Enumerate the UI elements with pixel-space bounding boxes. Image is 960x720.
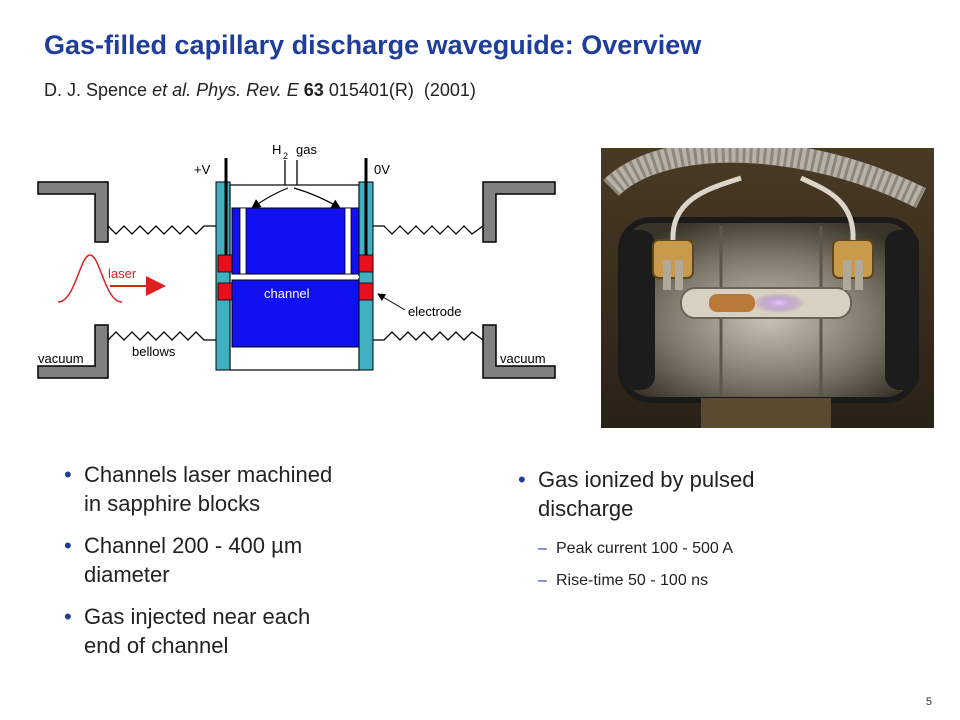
label-channel: channel [264,286,310,301]
page-number: 5 [925,696,932,708]
gas-slot-left [239,207,247,275]
left-wall-lower [37,324,109,379]
bellows-upper-right [372,225,484,235]
bullet-text: Channel 200 - 400 µm [84,533,303,558]
label-gas: gas [296,142,317,157]
label-zero-v: 0V [374,162,390,177]
bullet-item: • Gas injected near each end of channel [62,602,422,660]
label-laser: laser [108,266,137,281]
electrode-pointer [377,293,406,311]
laser-pulse-icon [57,254,123,303]
sub-bullet-item: – Rise-time 50 - 100 ns [516,571,876,591]
citation-volume: 63 [303,80,324,100]
citation-etal: et al. [152,80,192,100]
sub-bullet-text: Peak current 100 - 500 A [556,540,733,557]
bullet-dot-icon: • [518,467,526,492]
citation: D. J. Spence et al. Phys. Rev. E 63 0154… [44,80,476,101]
slide-title: Gas-filled capillary discharge waveguide… [44,30,702,60]
label-plus-v: +V [194,162,211,177]
bellows-lower-right [372,331,484,341]
sapphire-block-lower [231,279,360,348]
capillary-discharge-photo [601,148,934,428]
label-electrode: electrode [408,304,461,319]
bullet-text: discharge [538,496,634,521]
left-wall-upper [37,181,109,243]
bullet-list-left: • Channels laser machined in sapphire bl… [62,460,422,673]
bullet-text: in sapphire blocks [84,491,261,516]
dash-icon: – [538,572,547,589]
electrode-right-lower [358,282,374,301]
citation-authors: D. J. Spence [44,80,153,100]
bellows-upper-left [107,225,216,235]
bullet-text: end of channel [84,633,229,658]
right-wall-lower [482,324,556,379]
gas-flow-arrow-right [293,187,342,209]
bullet-text: Gas injected near each [84,604,311,629]
label-bellows: bellows [132,344,176,359]
electrode-left-upper [217,254,233,273]
bullet-item: • Gas ionized by pulsed discharge – Peak… [516,465,876,591]
label-vacuum-left: vacuum [38,351,84,366]
sub-bullet-text: Rise-time 50 - 100 ns [556,572,709,589]
sapphire-block-upper [231,207,360,275]
citation-rest: 015401(R) (2001) [323,80,476,100]
label-h: H [272,142,281,157]
gas-flow-arrow-left [251,187,289,209]
bellows-lower-left [107,331,216,341]
label-vacuum-right: vacuum [500,351,546,366]
sub-bullet-list: – Peak current 100 - 500 A – Rise-time 5… [538,539,876,591]
sub-bullet-item: – Peak current 100 - 500 A [516,539,876,559]
bullet-item: • Channel 200 - 400 µm diameter [62,531,422,589]
citation-journal: Phys. Rev. E [191,80,304,100]
bullet-text: Gas ionized by pulsed [538,467,755,492]
gas-slot-right [344,207,352,275]
label-h-subscript: 2 [283,151,288,161]
electrode-left-lower [217,282,233,301]
capillary-diagram: +V H 2 gas 0V channel electrode bellows … [37,142,556,379]
electrode-right-upper [358,254,374,273]
right-wall-upper [482,181,556,243]
bullet-dot-icon: • [64,604,72,629]
bullet-text: Channels laser machined [84,462,333,487]
dash-icon: – [538,540,547,557]
bullet-text: diameter [84,562,170,587]
insulator-left [215,181,231,371]
bullet-item: • Channels laser machined in sapphire bl… [62,460,422,518]
bullet-dot-icon: • [64,462,72,487]
bullet-list-right: • Gas ionized by pulsed discharge – Peak… [516,465,876,604]
bullet-dot-icon: • [64,533,72,558]
